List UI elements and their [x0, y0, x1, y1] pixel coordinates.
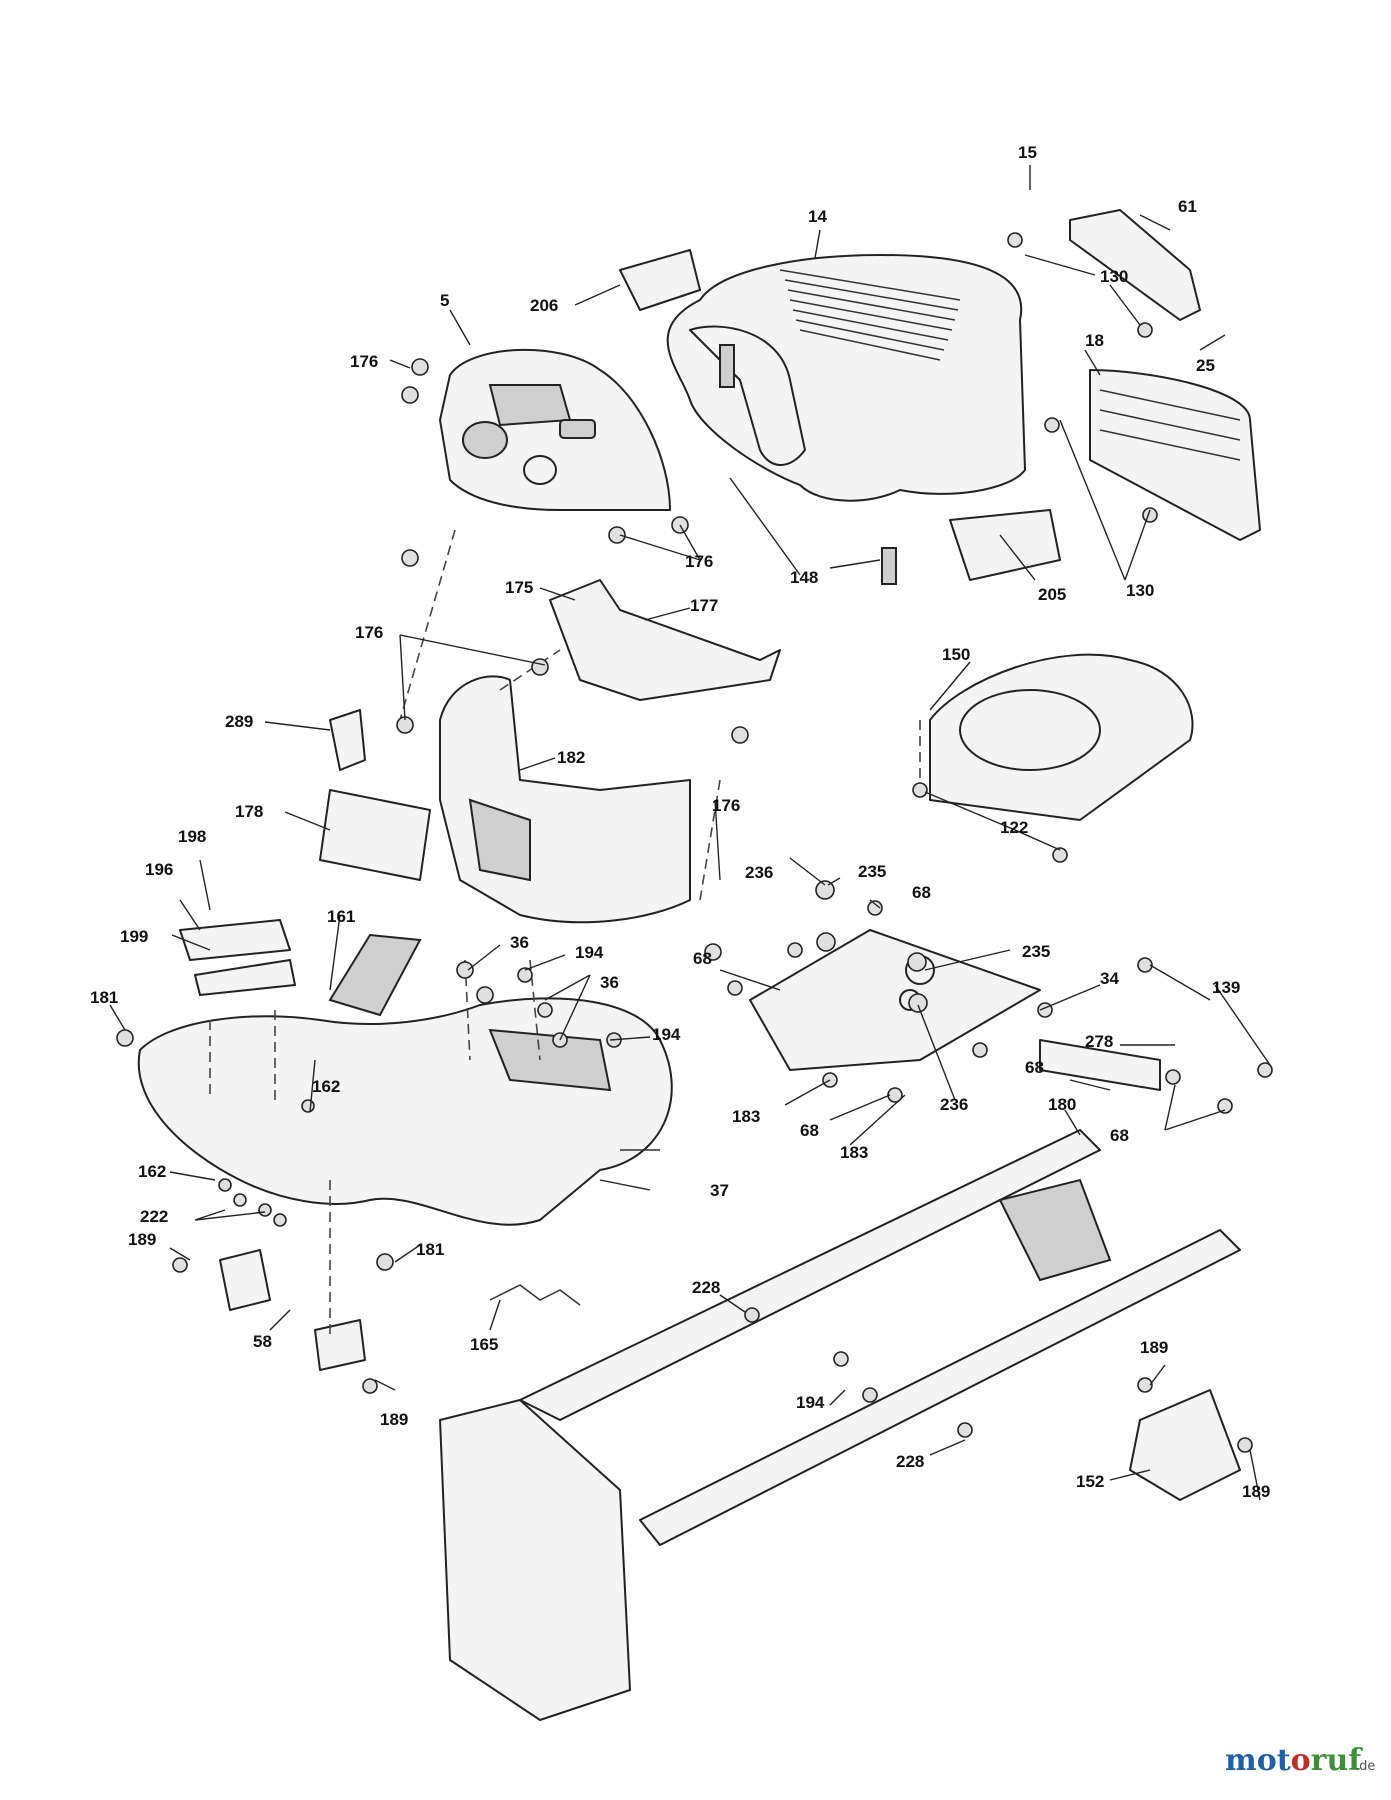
callout-180: 180	[1048, 1095, 1076, 1114]
bracket-part	[549, 579, 781, 701]
svg-text:.de: .de	[1355, 1759, 1375, 1774]
callout-labels: 15 14 61 206 130 5 176 25 18 176 148 205…	[90, 143, 1270, 1501]
leader-lines	[109, 165, 1271, 1501]
callout-199: 199	[120, 927, 148, 946]
callout-152: 152	[1076, 1472, 1104, 1491]
callout-235: 235	[858, 862, 886, 881]
callout-34: 34	[1100, 969, 1119, 988]
callout-68: 68	[693, 949, 712, 968]
callout-61: 61	[1178, 197, 1197, 216]
callout-222: 222	[140, 1207, 168, 1226]
footrest-part	[137, 997, 673, 1226]
callout-148: 148	[790, 568, 818, 587]
callout-15: 15	[1018, 143, 1037, 162]
callout-37: 37	[710, 1181, 729, 1200]
callout-14: 14	[808, 207, 827, 226]
callout-289: 289	[225, 712, 253, 731]
callout-205: 205	[1038, 585, 1066, 604]
seat-pan-part	[929, 653, 1194, 821]
shield-part	[1129, 1389, 1241, 1501]
callout-130: 130	[1126, 581, 1154, 600]
svg-text:motoruf: motoruf	[1225, 1743, 1363, 1778]
callout-122: 122	[1000, 818, 1028, 837]
callout-176: 176	[350, 352, 378, 371]
callout-162: 162	[138, 1162, 166, 1181]
callout-161: 161	[327, 907, 355, 926]
callout-25: 25	[1196, 356, 1215, 375]
small-parts	[179, 249, 1161, 1371]
callout-228: 228	[692, 1278, 720, 1297]
frame-part	[439, 1129, 1241, 1721]
callout-176: 176	[685, 552, 713, 571]
callout-206: 206	[530, 296, 558, 315]
callout-162: 162	[312, 1077, 340, 1096]
callout-236: 236	[745, 863, 773, 882]
callout-194: 194	[652, 1025, 681, 1044]
callout-181: 181	[90, 988, 118, 1007]
callout-194: 194	[796, 1393, 825, 1412]
callout-177: 177	[690, 596, 718, 615]
callout-5: 5	[440, 291, 449, 310]
callout-68: 68	[800, 1121, 819, 1140]
callout-68: 68	[912, 883, 931, 902]
callout-176: 176	[712, 796, 740, 815]
callout-183: 183	[732, 1107, 760, 1126]
dash-panel-part	[439, 348, 671, 511]
callout-189: 189	[1242, 1482, 1270, 1501]
grille-part	[1089, 369, 1261, 541]
callout-189: 189	[380, 1410, 408, 1429]
callout-36: 36	[600, 973, 619, 992]
watermark-logo: motoruf .de	[1225, 1743, 1375, 1778]
callout-182: 182	[557, 748, 585, 767]
callout-165: 165	[470, 1335, 498, 1354]
callout-278: 278	[1085, 1032, 1113, 1051]
callout-68: 68	[1025, 1058, 1044, 1077]
callout-181: 181	[416, 1240, 444, 1259]
callout-139: 139	[1212, 978, 1240, 997]
callout-189: 189	[1140, 1338, 1168, 1357]
callout-194: 194	[575, 943, 604, 962]
callout-198: 198	[178, 827, 206, 846]
callout-36: 36	[510, 933, 529, 952]
callout-235: 235	[1022, 942, 1050, 961]
callout-150: 150	[942, 645, 970, 664]
dash-lower-part	[439, 675, 691, 924]
plate-part	[749, 929, 1041, 1071]
callout-176: 176	[355, 623, 383, 642]
callout-183: 183	[840, 1143, 868, 1162]
callout-178: 178	[235, 802, 263, 821]
callout-228: 228	[896, 1452, 924, 1471]
callout-196: 196	[145, 860, 173, 879]
headlight-part	[1069, 209, 1201, 321]
callout-68: 68	[1110, 1126, 1129, 1145]
hood-part	[666, 254, 1026, 502]
callout-130: 130	[1100, 267, 1128, 286]
callout-18: 18	[1085, 331, 1104, 350]
alignment-lines	[209, 529, 921, 1340]
callout-175: 175	[505, 578, 533, 597]
callout-236: 236	[940, 1095, 968, 1114]
callout-189: 189	[128, 1230, 156, 1249]
callout-58: 58	[253, 1332, 272, 1351]
fasteners	[116, 232, 1273, 1453]
